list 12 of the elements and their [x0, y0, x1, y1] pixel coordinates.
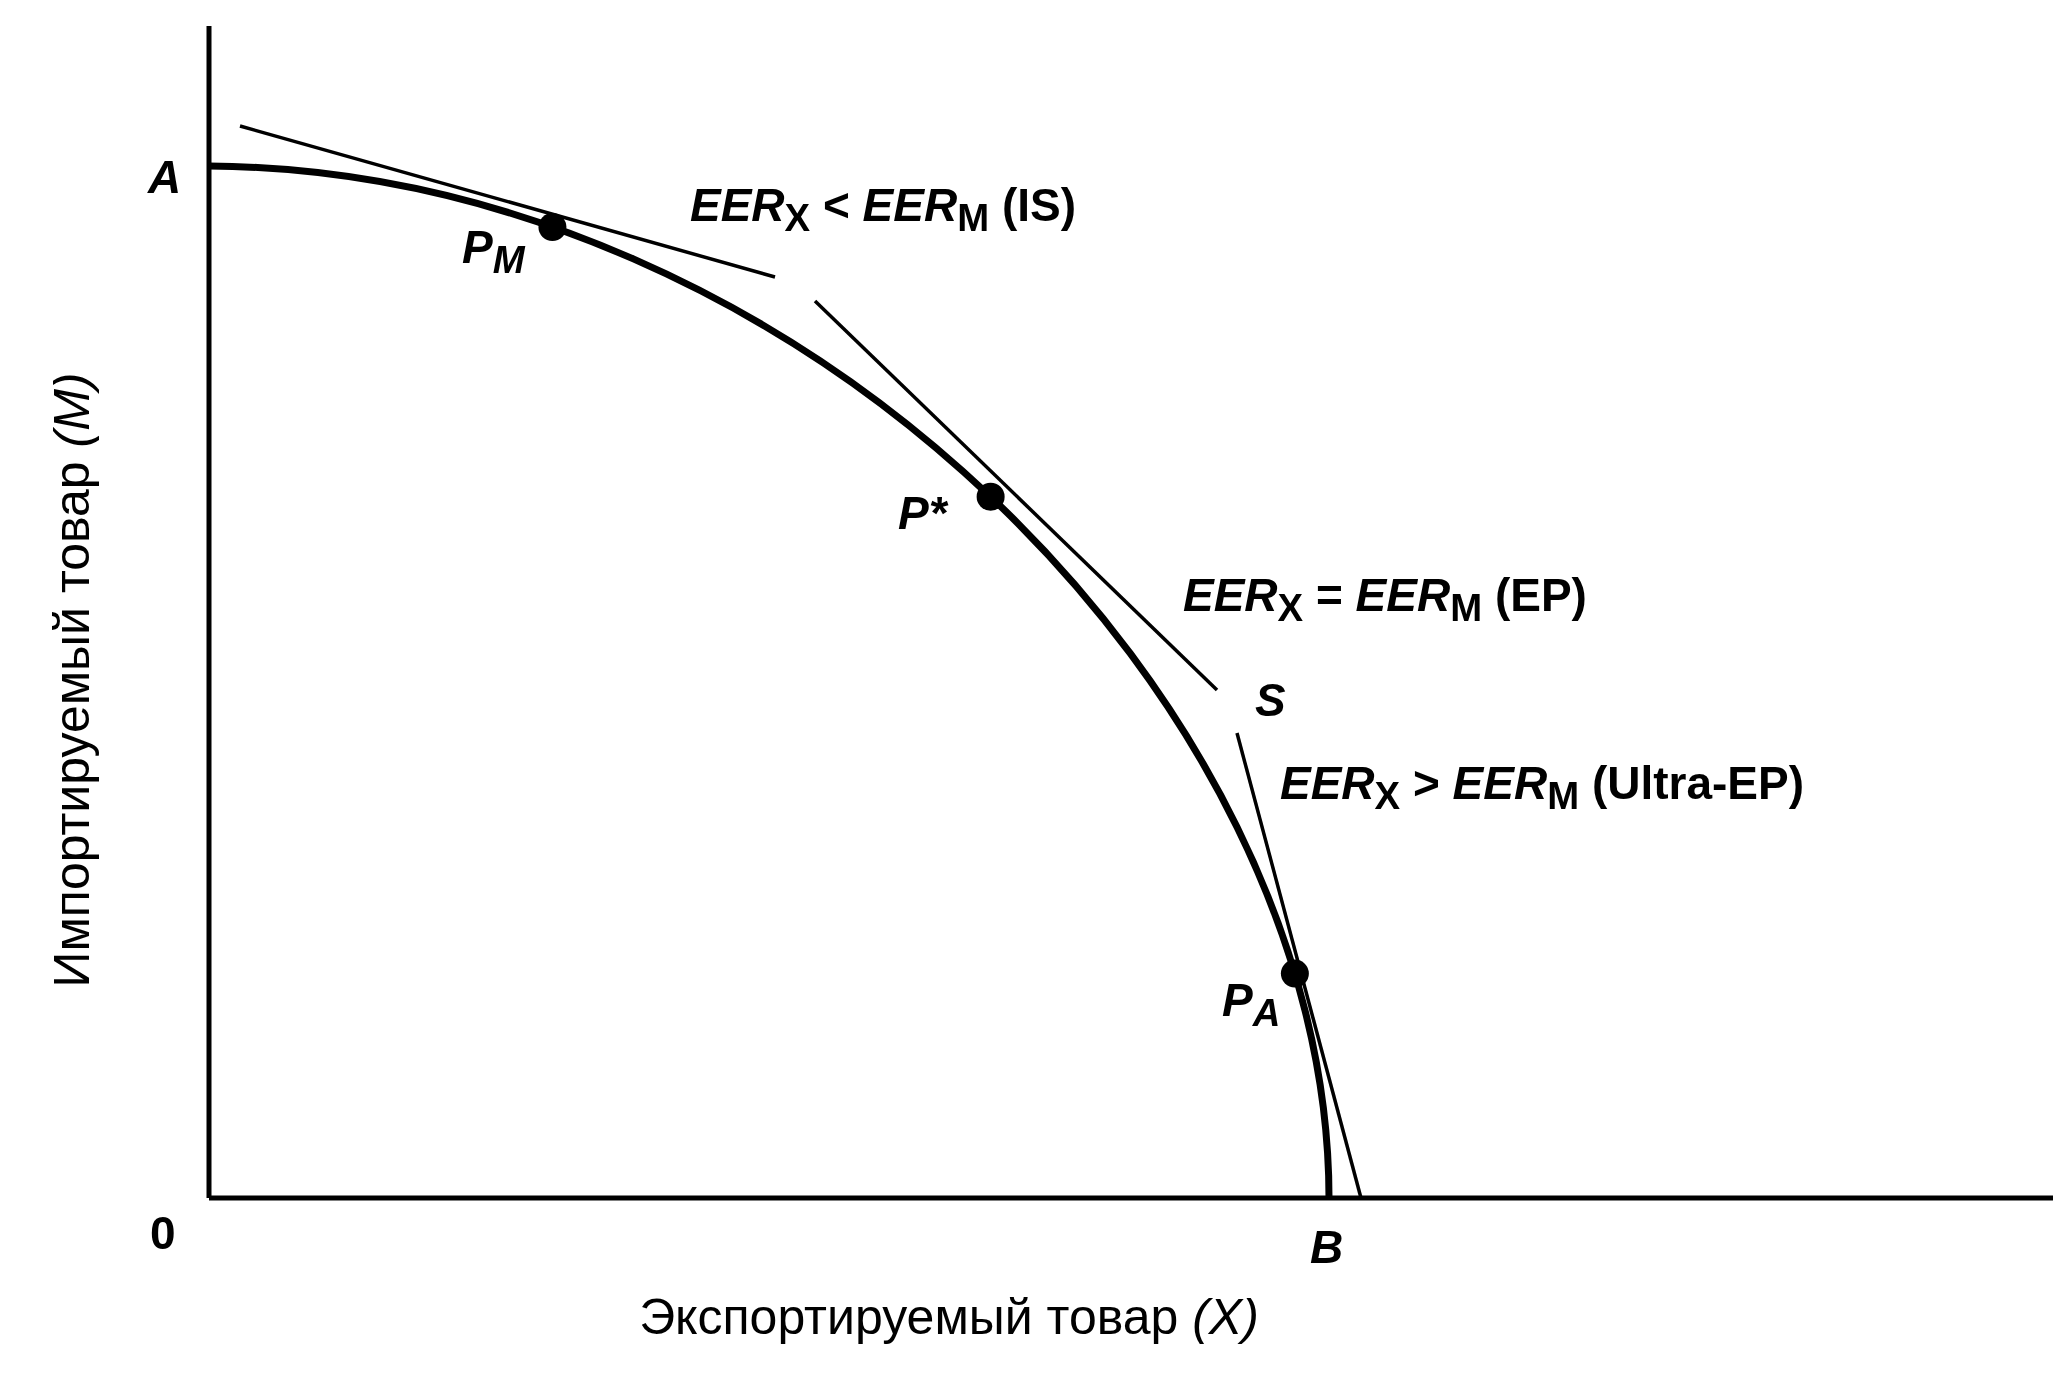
point-label: P$_{M}$: [462, 222, 525, 282]
equation-label: EER$_{X}$ = EER$_{M}$ (EP): [1183, 570, 1587, 630]
point-label: P$_{A}$: [1222, 975, 1281, 1035]
equation-label: EER$_{X}$ > EER$_{M}$ (Ultra-EP): [1280, 758, 1805, 818]
point-label: B: [1310, 1222, 1344, 1273]
point-label: A: [148, 152, 182, 203]
axis-title: Экспортируемый товар (X): [639, 1290, 1259, 1345]
point-label: P*: [898, 488, 947, 539]
axis-title: Импортируемый товар (M): [44, 372, 100, 988]
axis-label: 0: [150, 1208, 176, 1259]
equation-label: EER$_{X}$ < EER$_{M}$ (IS): [690, 180, 1077, 240]
point-label: S: [1255, 675, 1286, 726]
